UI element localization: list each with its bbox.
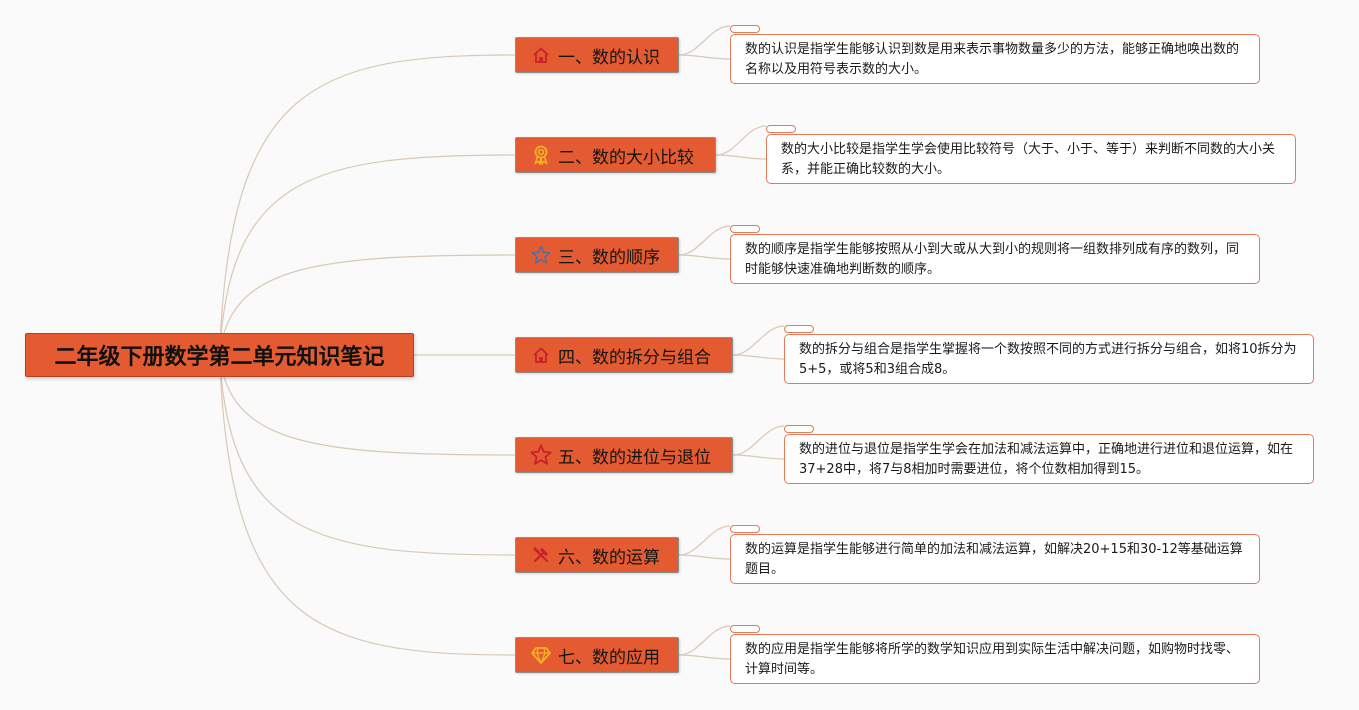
branch-topic-3[interactable]: 三、数的顺序 <box>515 237 679 273</box>
branch-label: 七、数的应用 <box>558 647 660 668</box>
note-connector-line <box>678 25 731 56</box>
branch-label: 六、数的运算 <box>558 547 660 568</box>
note-tab <box>784 325 814 333</box>
star-outline-icon <box>530 244 552 266</box>
branch-label: 三、数的顺序 <box>558 247 660 268</box>
note-connector-line <box>715 125 767 156</box>
note-card-7[interactable]: 数的应用是指学生能够将所学的数学知识应用到实际生活中解决问题，如购物时找零、计算… <box>730 634 1260 684</box>
note-card-1[interactable]: 数的认识是指学生能够认识到数是用来表示事物数量多少的方法，能够正确地唤出数的名称… <box>730 34 1260 84</box>
note-connector-line <box>732 425 785 456</box>
note-card-2[interactable]: 数的大小比较是指学生学会使用比较符号（大于、小于、等于）来判断不同数的大小关系，… <box>766 134 1296 184</box>
root-connector-line <box>218 354 516 656</box>
note-tab <box>730 525 760 533</box>
note-connector-line <box>678 625 731 656</box>
note-card-5[interactable]: 数的进位与退位是指学生学会在加法和减法运算中，正确地进行进位和退位运算，如在37… <box>784 434 1314 484</box>
note-card-6[interactable]: 数的运算是指学生能够进行简单的加法和减法运算，如解决20+15和30-12等基础… <box>730 534 1260 584</box>
branch-topic-4[interactable]: 四、数的拆分与组合 <box>515 337 733 373</box>
note-connector-line <box>678 654 731 660</box>
note-connector-line <box>678 254 731 260</box>
note-tab <box>766 125 796 133</box>
home-icon <box>530 44 552 66</box>
note-tab <box>730 625 760 633</box>
branch-topic-2[interactable]: 二、数的大小比较 <box>515 137 716 173</box>
diamond-icon <box>530 644 552 666</box>
branch-label: 五、数的进位与退位 <box>558 447 711 468</box>
note-tab <box>730 25 760 33</box>
root-connector-line <box>218 354 516 456</box>
note-connector-line <box>732 354 785 360</box>
star-icon <box>530 444 552 466</box>
tools-icon <box>530 544 552 566</box>
branch-topic-7[interactable]: 七、数的应用 <box>515 637 679 673</box>
branch-label: 二、数的大小比较 <box>558 147 694 168</box>
home-icon <box>530 344 552 366</box>
branch-topic-6[interactable]: 六、数的运算 <box>515 537 679 573</box>
note-connector-line <box>732 325 785 356</box>
root-connector-line <box>218 54 516 356</box>
root-connector-line <box>218 154 516 356</box>
root-title: 二年级下册数学第二单元知识笔记 <box>54 345 385 370</box>
note-connector-line <box>678 525 731 556</box>
root-topic[interactable]: 二年级下册数学第二单元知识笔记 <box>25 333 414 377</box>
note-tab <box>730 225 760 233</box>
note-tab <box>784 425 814 433</box>
award-ribbon-icon <box>530 144 552 166</box>
note-connector-line <box>732 454 785 460</box>
branch-topic-1[interactable]: 一、数的认识 <box>515 37 679 73</box>
root-connector-line <box>218 354 516 556</box>
branch-label: 一、数的认识 <box>558 47 660 68</box>
root-connector-line <box>218 254 516 356</box>
branch-label: 四、数的拆分与组合 <box>558 347 711 368</box>
note-connector-line <box>715 154 767 160</box>
note-connector-line <box>678 225 731 256</box>
note-card-4[interactable]: 数的拆分与组合是指学生掌握将一个数按照不同的方式进行拆分与组合，如将10拆分为5… <box>784 334 1314 384</box>
note-connector-line <box>678 554 731 560</box>
note-connector-line <box>678 54 731 60</box>
branch-topic-5[interactable]: 五、数的进位与退位 <box>515 437 733 473</box>
note-card-3[interactable]: 数的顺序是指学生能够按照从小到大或从大到小的规则将一组数排列成有序的数列，同时能… <box>730 234 1260 284</box>
